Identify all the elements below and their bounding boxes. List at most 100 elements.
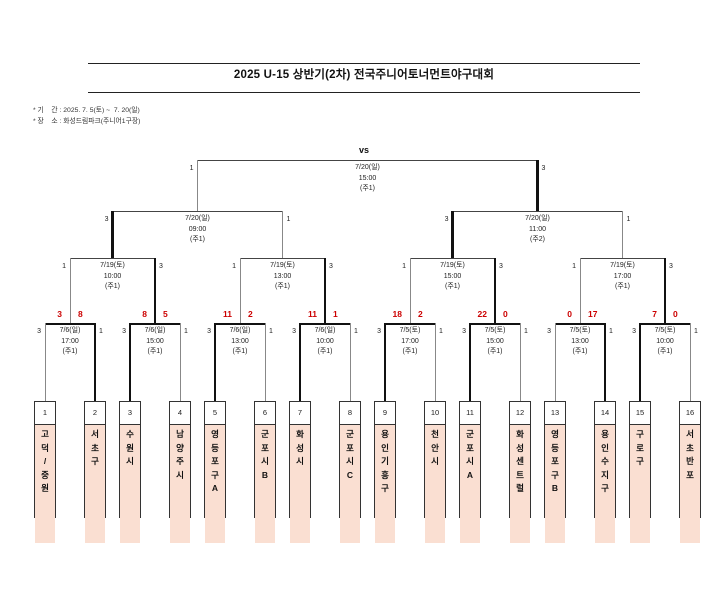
match-time: 17:00: [613, 272, 632, 280]
match-time: 17:00: [61, 337, 79, 345]
side-score-left: 1: [402, 263, 406, 270]
side-score-left: 3: [207, 328, 211, 335]
side-score-left: 3: [444, 216, 449, 223]
team-seed: 8: [340, 402, 360, 425]
red-score-left: 7: [652, 309, 657, 319]
match-date: 7/20(일): [355, 164, 380, 171]
match-date: 7/20(일): [185, 215, 210, 222]
final-match-right-leg: [536, 160, 539, 211]
side-score-left: 1: [62, 263, 66, 270]
side-score-left: 3: [104, 216, 109, 223]
side-score-left: 3: [122, 328, 126, 335]
side-score-right: 1: [184, 328, 188, 335]
side-score-right: 3: [329, 263, 333, 270]
team-seed: 11: [460, 402, 480, 425]
round1-match-1-bar: [45, 323, 95, 325]
quarterfinal-2-left-leg: [239, 258, 241, 323]
match-time: 10:00: [103, 272, 122, 280]
side-score-left: 1: [189, 165, 194, 172]
round1-match-5-right-leg: [434, 323, 436, 401]
team-seed: 3: [120, 402, 140, 425]
round1-match-2-bar: [130, 323, 180, 325]
match-time: 13:00: [273, 272, 292, 280]
team-seed: 9: [375, 402, 395, 425]
round1-match-5-left-leg: [383, 323, 387, 401]
team-seed: 6: [255, 402, 275, 425]
match-venue: (주1): [62, 348, 78, 355]
round1-match-7-right-leg: [603, 323, 607, 401]
side-score-right: 1: [439, 328, 443, 335]
period-info: * 기 간 : 2025. 7. 5(토) ~ 7. 20(일): [33, 107, 140, 114]
match-time: 13:00: [571, 337, 589, 345]
quarterfinal-3-right-leg: [493, 258, 497, 323]
side-score-right: 1: [286, 216, 291, 223]
red-score-right: 2: [418, 309, 423, 319]
match-date: 7/19(토): [270, 262, 295, 269]
team-seed: 1: [35, 402, 55, 425]
round1-match-3-schedule: 7/6(일)13:00(주1): [215, 326, 265, 358]
round1-match-6-left-leg: [468, 323, 472, 401]
side-score-right: 3: [499, 263, 503, 270]
side-score-right: 3: [159, 263, 163, 270]
match-date: 7/5(토): [399, 327, 421, 334]
round1-match-1-right-leg: [93, 323, 97, 401]
match-date: 7/19(토): [440, 262, 465, 269]
round1-match-3-bar: [215, 323, 265, 325]
match-time: 13:00: [231, 337, 249, 345]
red-score-left: 11: [223, 309, 232, 319]
match-date: 7/5(토): [654, 327, 676, 334]
match-time: 09:00: [188, 225, 207, 233]
match-venue: (주1): [232, 348, 248, 355]
red-score-right: 1: [333, 309, 338, 319]
semifinal-1-left-leg: [111, 211, 114, 258]
side-score-right: 1: [269, 328, 273, 335]
match-date: 7/20(일): [525, 215, 550, 222]
round1-match-7-left-leg: [554, 323, 556, 401]
match-venue: (주1): [615, 283, 630, 290]
match-venue: (주1): [360, 185, 375, 192]
team-seed: 4: [170, 402, 190, 425]
red-score-left: 8: [142, 309, 147, 319]
quarterfinal-2-right-leg: [323, 258, 327, 323]
side-score-left: 1: [232, 263, 236, 270]
quarterfinal-2-bar: [240, 258, 325, 260]
final-match-schedule: 7/20(일)15:00(주1): [198, 163, 538, 195]
side-score-left: 3: [547, 328, 551, 335]
quarterfinal-3-left-leg: [409, 258, 411, 323]
team-seed: 14: [595, 402, 615, 425]
round1-match-6-right-leg: [519, 323, 521, 401]
team-seed: 10: [425, 402, 445, 425]
red-score-right: 2: [248, 309, 253, 319]
side-score-right: 1: [626, 216, 631, 223]
match-venue: (주1): [572, 348, 588, 355]
quarterfinal-1-schedule: 7/19(토)10:00(주1): [70, 261, 155, 293]
match-time: 11:00: [529, 225, 546, 233]
final-match-bar: [197, 160, 538, 162]
semifinal-1-schedule: 7/20(일)09:00(주1): [113, 214, 283, 246]
title-rule-bottom: [88, 92, 640, 93]
quarterfinal-3-schedule: 7/19(토)15:00(주1): [410, 261, 495, 293]
match-time: 15:00: [146, 337, 164, 345]
match-venue: (주1): [275, 283, 290, 290]
team-seed: 12: [510, 402, 530, 425]
match-date: 7/5(토): [569, 327, 591, 334]
round1-match-4-right-leg: [349, 323, 351, 401]
team-seed: 2: [85, 402, 105, 425]
match-date: 7/6(일): [59, 327, 81, 334]
